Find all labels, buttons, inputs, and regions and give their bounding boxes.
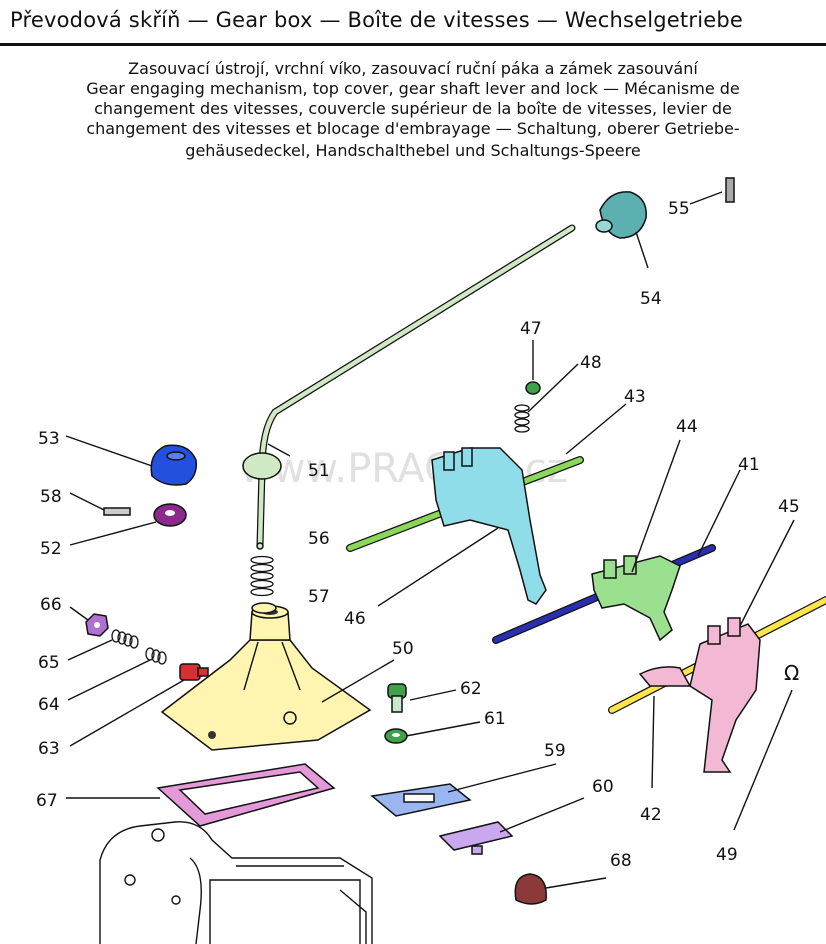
label-57: 57: [308, 587, 330, 607]
lever-spring: [250, 555, 274, 597]
label-67: 67: [36, 791, 58, 811]
part-60-lock-plate: [438, 821, 514, 855]
page-title: Převodová skříň — Gear box — Boîte de vi…: [10, 8, 744, 32]
label-64: 64: [38, 695, 60, 715]
label-60: 60: [592, 777, 614, 797]
label-51: 51: [308, 461, 330, 481]
description-line-2: Gear engaging mechanism, top cover, gear…: [86, 79, 740, 98]
label-53: 53: [38, 429, 60, 449]
part-54-shift-knob: [595, 191, 647, 239]
label-59: 59: [544, 741, 566, 761]
label-46: 46: [344, 609, 366, 629]
label-68: 68: [610, 851, 632, 871]
description-line-3: changement des vitesses, couvercle supér…: [94, 99, 732, 118]
description-line-1: Zasouvací ústrojí, vrchní víko, zasouvac…: [128, 59, 698, 78]
part-45-shift-fork: [638, 617, 761, 773]
label-56: 56: [308, 529, 330, 549]
label-45: 45: [778, 497, 800, 517]
part-labels: 55 54 51 53 58 52 66 65 64 63 67 47 48 4…: [36, 199, 800, 871]
label-52: 52: [40, 539, 62, 559]
label-47: 47: [520, 319, 542, 339]
part-65-spring: [111, 629, 139, 649]
description-line-5: gehäusedeckel, Handschalthebel und Schal…: [185, 141, 641, 160]
part-68-grommet: [514, 873, 547, 905]
label-65: 65: [38, 653, 60, 673]
part-61-washer: [384, 728, 408, 744]
label-58: 58: [40, 487, 62, 507]
label-55: 55: [668, 199, 690, 219]
lever-seat: [251, 602, 277, 614]
leader-lines: [65, 191, 795, 889]
part-62-bolt: [387, 683, 407, 713]
part-53-blue-cap: [150, 444, 198, 486]
label-63: 63: [38, 739, 60, 759]
label-44: 44: [676, 417, 698, 437]
part-46-shift-fork: [431, 447, 547, 605]
part-58-pin: [103, 507, 131, 516]
description-line-4: changement des vitesses et blocage d'emb…: [86, 119, 740, 138]
label-62: 62: [460, 679, 482, 699]
part-47-ball: [525, 381, 541, 395]
label-50: 50: [392, 639, 414, 659]
part-51-gear-shift-lever: [242, 224, 576, 550]
part-63-bolt: [179, 663, 209, 681]
label-49: 49: [716, 845, 738, 865]
part-48-spring: [514, 404, 530, 433]
part-52-nut: [153, 503, 187, 527]
label-41: 41: [738, 455, 760, 475]
gearbox-housing-outline: [99, 821, 373, 944]
label-54: 54: [640, 289, 662, 309]
label-61: 61: [484, 709, 506, 729]
omega-symbol: Ω: [784, 661, 799, 685]
label-48: 48: [580, 353, 602, 373]
label-66: 66: [40, 595, 62, 615]
part-59-lock-plate: [370, 783, 472, 817]
part-55-pin: [725, 177, 735, 203]
part-66-nut: [85, 613, 109, 637]
label-42: 42: [640, 805, 662, 825]
part-64-spring: [145, 647, 167, 665]
label-43: 43: [624, 387, 646, 407]
title-rule: [0, 43, 826, 46]
part-67-gasket: [156, 763, 336, 827]
part-44-shift-fork: [591, 555, 681, 642]
